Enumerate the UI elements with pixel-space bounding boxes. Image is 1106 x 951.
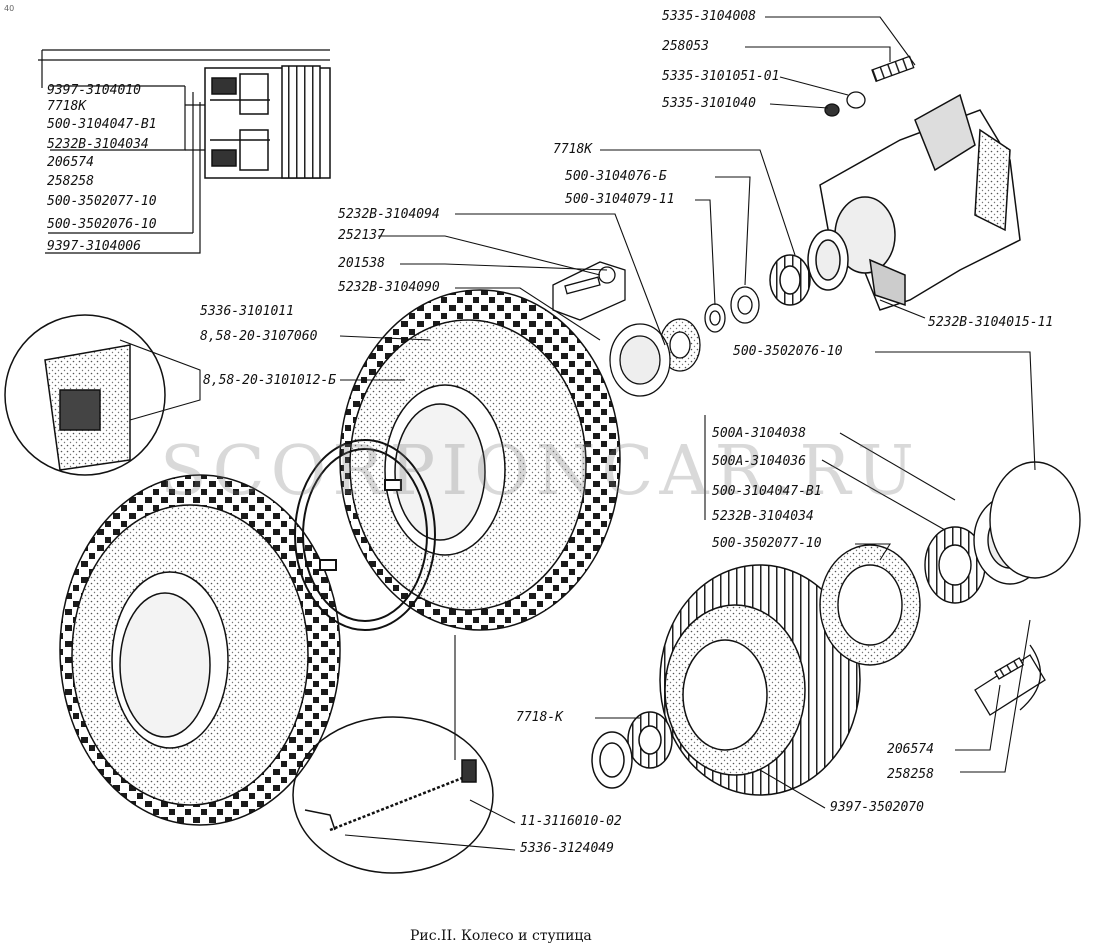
gaskets-lower [819, 461, 1081, 666]
part-label: 500-3104079-11 [565, 192, 675, 207]
part-label: 7718K [553, 142, 593, 157]
part-label: 500A-3104036 [712, 454, 806, 469]
tire-section-inset [4, 314, 166, 476]
part-label: 8,58-20-3107060 [200, 329, 318, 344]
part-label: 500-3502076-10 [733, 344, 843, 359]
part-label: 206574 [47, 155, 94, 170]
brake-drum [659, 564, 861, 796]
wheel-bolt-lower [974, 644, 1046, 716]
part-label: 258258 [887, 767, 934, 782]
part-label: 500-3502076-10 [47, 217, 157, 232]
part-label: 5232B-3104015-11 [928, 315, 1054, 330]
part-label: 11-3116010-02 [520, 814, 622, 829]
corner-mark: 40 [4, 4, 15, 13]
part-label: 252137 [338, 228, 385, 243]
valve-extension-inset [292, 716, 494, 874]
part-label: 500-3502077-10 [712, 536, 822, 551]
part-label: 500-3104047-B1 [712, 484, 822, 499]
part-label: 206574 [887, 742, 934, 757]
leader-lines [119, 16, 1036, 851]
part-label: 7718-K [516, 710, 563, 725]
bearing-inset-bracket [38, 49, 330, 254]
lock-rings-upper [609, 286, 760, 397]
part-label: 5336-3101011 [200, 304, 294, 319]
part-label: 8,58-20-3101012-Б [203, 373, 337, 388]
part-label: 5232B-3104034 [47, 137, 149, 152]
axle-housing-illustration [807, 93, 1021, 311]
small-fasteners-top [824, 55, 915, 117]
part-label: 201538 [338, 256, 385, 271]
part-label: 9397-3104006 [47, 239, 141, 254]
tire-rear [59, 474, 341, 826]
bearing-inset-illustration [204, 65, 331, 179]
part-label: 9397-3104010 [47, 83, 141, 98]
part-label: 9397-3502070 [830, 800, 924, 815]
part-label: 500-3502077-10 [47, 194, 157, 209]
bolt-assembly-upper [552, 261, 626, 321]
part-label: 5335-3104008 [662, 9, 756, 24]
part-label: 258053 [662, 39, 709, 54]
bearing-7718k-upper [769, 254, 811, 306]
part-label: 500-3104076-Б [565, 169, 667, 184]
tire-front [339, 289, 621, 631]
figure-caption: Рис.II. Колесо и ступица [410, 928, 592, 944]
part-label: 5232B-3104090 [338, 280, 440, 295]
part-label: 500-3104047-B1 [47, 117, 157, 132]
part-label: 5232B-3104094 [338, 207, 440, 222]
part-label: 500A-3104038 [712, 426, 806, 441]
part-label: 7718K [47, 99, 87, 114]
part-label: 5335-3101051-01 [662, 69, 780, 84]
rim-ring [294, 439, 436, 631]
part-label: 5336-3124049 [520, 841, 614, 856]
part-label: 5335-3101040 [662, 96, 756, 111]
watermark: SCORPIONCAR.RU [160, 432, 920, 511]
part-label: 258258 [47, 174, 94, 189]
part-label: 5232B-3104034 [712, 509, 814, 524]
bearing-7718k-lower [591, 711, 673, 789]
